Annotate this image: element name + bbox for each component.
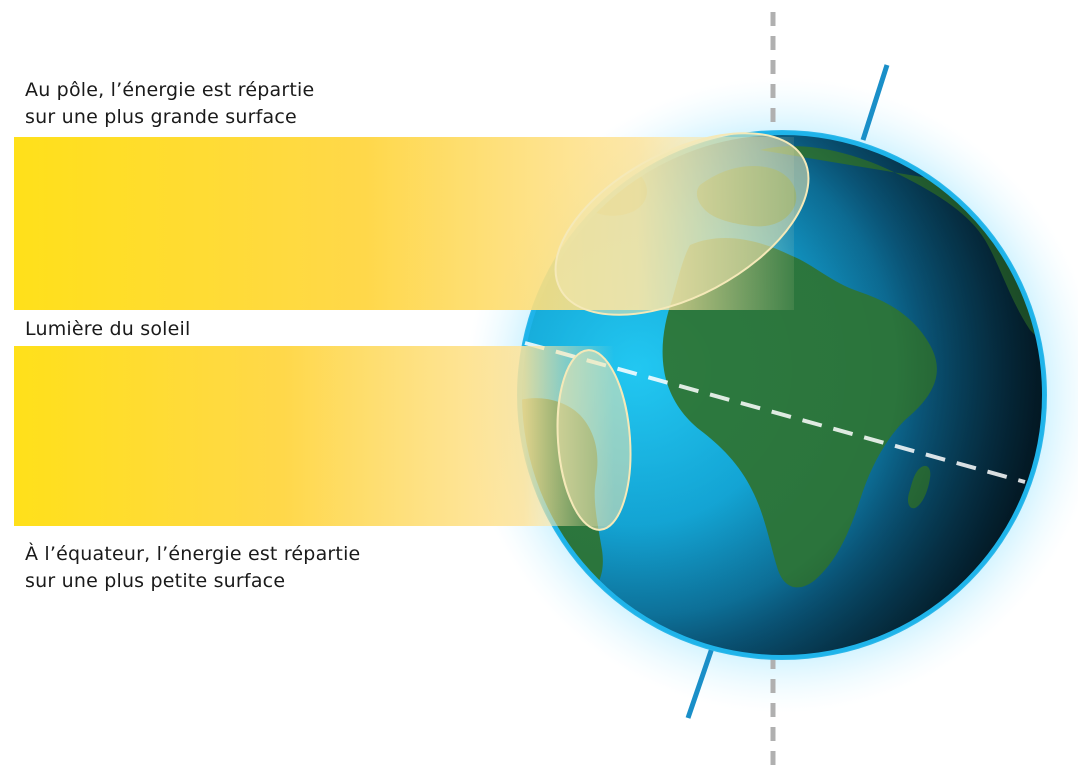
pole-energy-area xyxy=(554,132,810,316)
equator-caption: À l’équateur, l’énergie est répartie sur… xyxy=(25,541,360,595)
pole-caption-line1: Au pôle, l’énergie est répartie xyxy=(25,79,315,101)
pole-caption: Au pôle, l’énergie est répartie sur une … xyxy=(25,77,314,131)
equator-caption-line2: sur une plus petite surface xyxy=(25,570,286,592)
equator-energy-area xyxy=(556,349,632,531)
pole-caption-line2: sur une plus grande surface xyxy=(25,106,297,128)
rotation-axis-bottom xyxy=(685,647,715,719)
sunlight-label: Lumière du soleil xyxy=(25,318,191,340)
rotation-axis-top xyxy=(860,64,890,141)
sunlight-caption: Lumière du soleil xyxy=(25,316,191,343)
equator-line xyxy=(524,341,1026,484)
sunlight-beam-equator xyxy=(14,346,614,526)
equator-caption-line1: À l’équateur, l’énergie est répartie xyxy=(25,543,361,565)
